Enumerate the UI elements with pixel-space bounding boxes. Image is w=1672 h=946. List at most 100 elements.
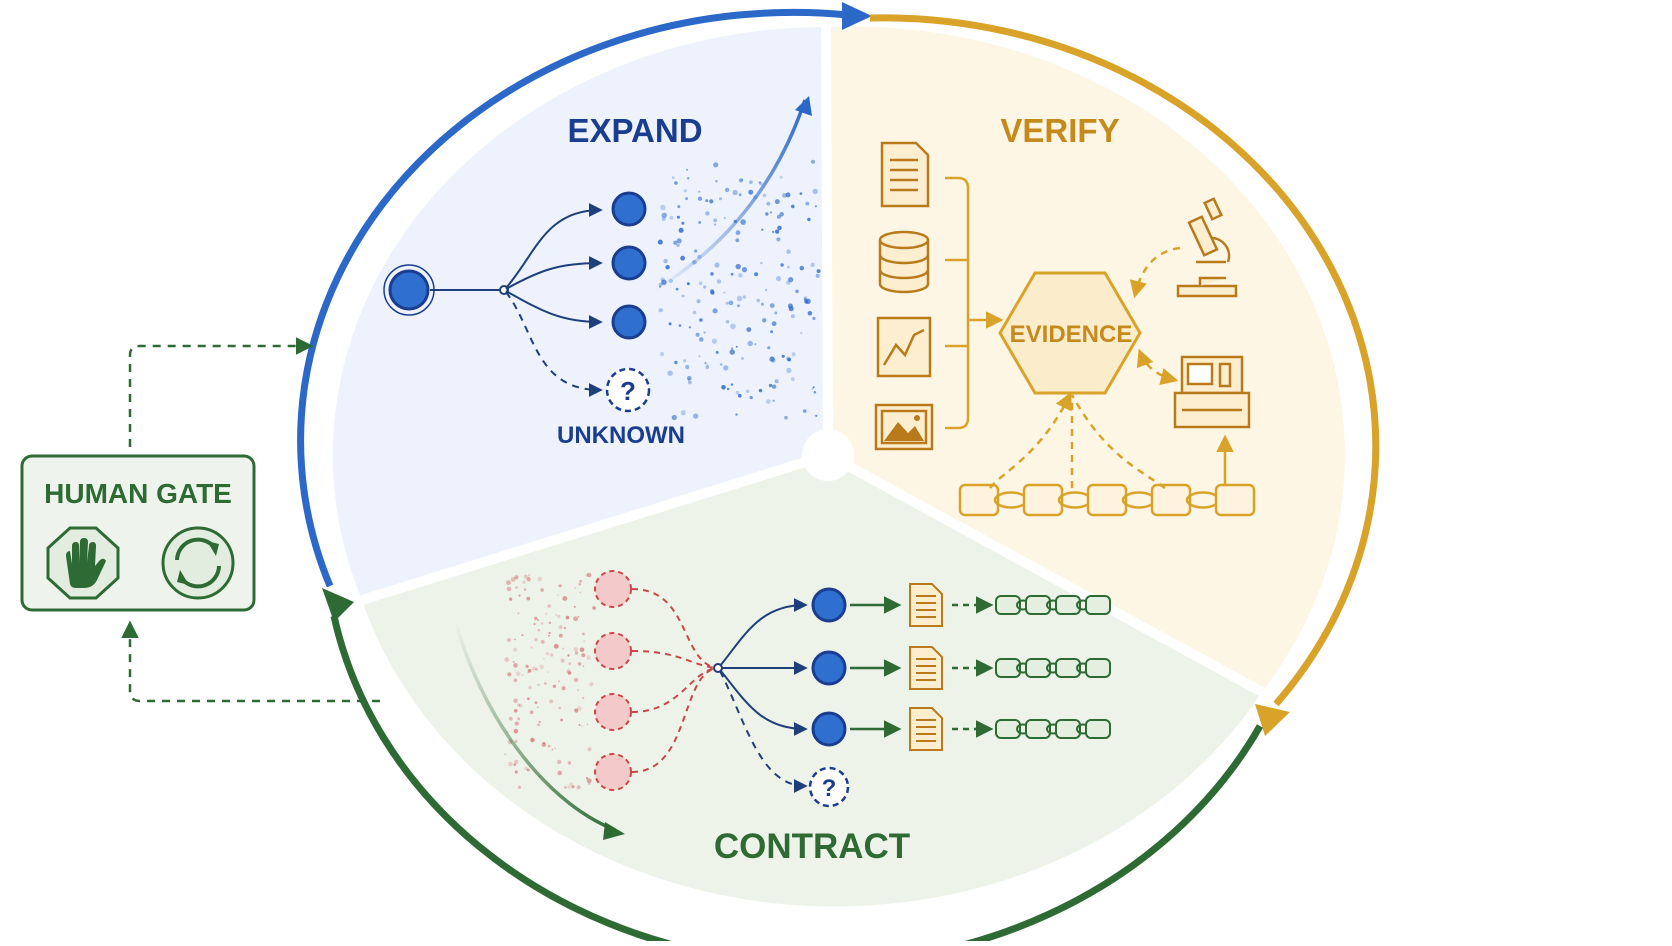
particle-dot [577,615,580,618]
stop-hand-icon[interactable] [46,526,120,600]
particle-dot [533,623,536,625]
particle-dot [546,671,549,673]
particle-dot [687,177,690,180]
particle-dot [671,414,677,421]
particle-dot [738,393,742,398]
particle-dot [523,588,527,591]
particle-dot [661,212,667,218]
particle-dot [790,314,796,319]
particle-dot [772,230,775,234]
particle-dot [730,383,734,386]
contract-unknown-node [808,766,850,808]
chain-link-icon [958,483,1000,517]
expand-section: EXPAND ? UNKNOWN [383,96,821,449]
contract-section: ? CONTRACT [453,570,1111,866]
particle-dot [761,228,764,231]
particle-dot [528,574,531,577]
particle-dot [564,786,567,789]
verified-node [811,650,847,686]
particle-dot [705,365,709,369]
particle-dot [586,655,591,660]
particle-dot [660,204,666,211]
chain-link-icon [1085,658,1111,678]
particle-dot [738,273,743,278]
particle-dot [522,580,526,584]
particle-dot [514,770,518,774]
particle-dot [660,277,665,282]
human-gate-title: HUMAN GATE [44,478,232,509]
expand-growth-arrow [654,99,807,292]
particle-dot [805,201,810,206]
particle-dot [676,215,680,219]
particle-dot [589,682,594,687]
particle-dot [775,229,780,234]
particle-dot [721,385,726,390]
image-icon [874,403,934,451]
particle-dot [705,199,709,203]
particle-dot [810,159,816,164]
particle-dot [537,576,543,582]
contract-arc [330,615,1264,946]
chain-link-icon [1022,483,1064,517]
particle-dot [705,211,710,216]
chain-link-icon [1150,483,1192,517]
particle-dot [571,785,575,789]
particle-dot [774,311,778,315]
particle-dot [695,332,700,337]
particle-dot [518,594,521,597]
particle-dot [771,384,777,389]
human-gate: HUMAN GATE [20,337,380,703]
particle-dot [776,237,781,242]
particle-dot [557,680,560,683]
particle-dot [577,662,582,666]
particle-dot [504,753,507,756]
particle-dot [567,654,570,657]
particle-dot [658,308,663,313]
particle-dot [712,308,718,314]
particle-dot [515,671,521,676]
particle-dot [548,631,551,635]
rejected-node [594,632,632,670]
particle-dot [807,217,811,222]
particle-dot [759,182,763,186]
particle-dot [667,370,673,376]
particle-dot [799,192,803,196]
particle-dot [532,666,536,671]
particle-dot [565,615,570,620]
particle-dot [810,262,815,267]
particle-dot [561,686,566,691]
particle-dot [686,282,690,286]
particle-dot [534,616,538,621]
particle-dot [545,612,548,615]
particle-dot [567,671,572,675]
document-icon [909,583,943,627]
particle-dot [525,664,529,668]
particle-dot [738,178,744,183]
particle-dot [586,778,592,784]
particle-dot [574,587,577,590]
refresh-icon[interactable] [161,526,235,600]
particle-dot [540,622,544,625]
particle-dot [765,212,769,216]
particle-dot [573,677,579,683]
particle-dot [788,277,794,283]
particle-dot [715,179,718,183]
rejected-candidates [594,570,717,791]
document-icon [909,646,943,690]
particle-dot [560,718,563,722]
particle-dot [537,628,541,632]
particle-dot [671,176,675,180]
particle-dot [562,596,568,601]
particle-dot [742,295,747,299]
center-hub [802,429,854,481]
particle-dot [756,298,761,303]
particle-dot [513,698,518,703]
particle-dot [779,212,784,217]
particle-dot [747,340,753,347]
particle-dot [586,572,592,578]
particle-dot [715,350,719,354]
expand-sector [332,26,828,600]
particle-dot [677,205,681,209]
particle-dot [519,704,523,708]
particle-dot [738,193,742,197]
